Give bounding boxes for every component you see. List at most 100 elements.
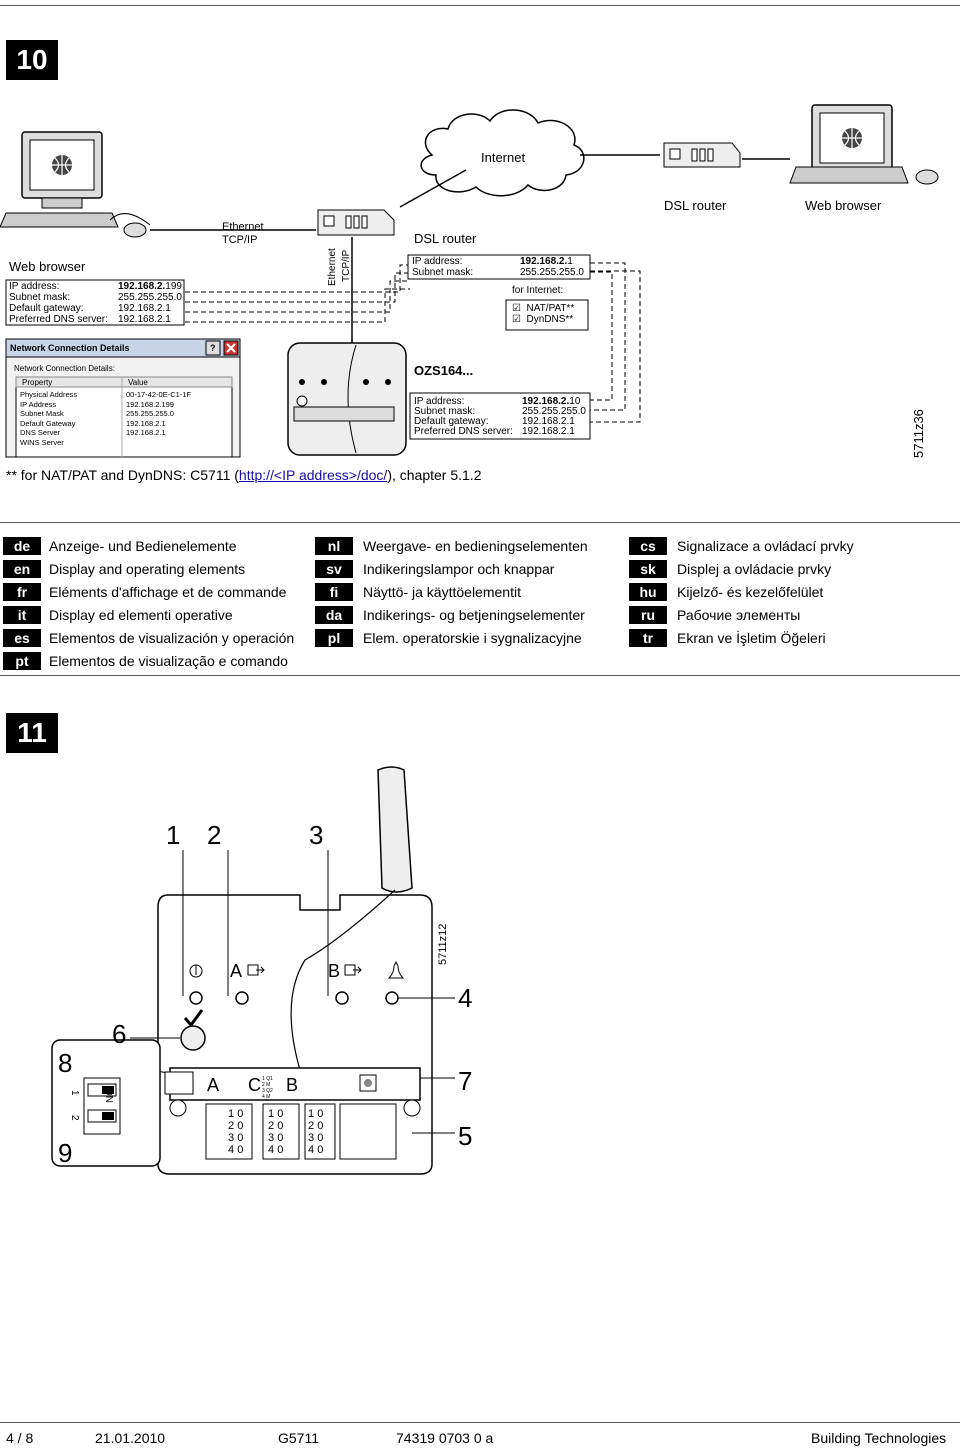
vertical-ethernet-label: Ethernet xyxy=(327,248,338,286)
lang-text: Ekran ve İşletim Öğeleri xyxy=(677,630,826,646)
callout-1: 1 xyxy=(166,820,181,850)
router-subnet-row: Subnet mask:255.255.255.0 xyxy=(412,267,584,278)
lang-code: es xyxy=(3,629,41,647)
icon-row xyxy=(189,960,405,979)
callout-8: 8 xyxy=(58,1048,73,1078)
callout-9: 9 xyxy=(58,1138,73,1168)
lang-text: Indikeringslampor och knappar xyxy=(363,561,555,577)
lang-text: Рабочие элементы xyxy=(677,607,801,623)
callout-4: 4 xyxy=(458,983,473,1013)
label-c-terminal: C xyxy=(248,1075,261,1095)
lang-code: pt xyxy=(3,652,41,670)
pc-gateway-row: Default gateway:192.168.2.1 xyxy=(9,303,171,314)
c-pin-label: 1 Q1 xyxy=(262,1076,273,1082)
dsl-router-right-icon xyxy=(663,142,741,168)
label-a-top: A xyxy=(230,961,243,981)
terminal-header xyxy=(169,1067,421,1101)
lang-code: cs xyxy=(629,537,667,555)
connector-block xyxy=(339,1103,397,1160)
vertical-tcpip-label: TCP/IP xyxy=(341,249,352,282)
lang-code: sv xyxy=(315,560,353,578)
mounting-hole-right xyxy=(403,1099,421,1117)
ozs-ip-row: IP address:192.168.2.10 xyxy=(414,396,581,407)
footer-doc: G5711 xyxy=(278,1430,319,1446)
doc-link[interactable]: http://<IP address>/doc/ xyxy=(238,467,388,483)
table-row: WINS Server xyxy=(20,437,64,447)
pc-subnet-row: Subnet mask:255.255.255.0 xyxy=(9,292,182,303)
terminal-b-numbers: 1 0 2 0 3 0 4 0 xyxy=(308,1108,324,1156)
pc-left-title: Web browser xyxy=(9,259,86,274)
lang-text: Eléments d'affichage et de commande xyxy=(49,584,287,600)
push-button[interactable] xyxy=(180,1025,206,1051)
ozs-dns-row: Preferred DNS server:192.168.2.1 xyxy=(414,426,575,437)
callout-2: 2 xyxy=(207,820,222,850)
internet-cloud xyxy=(420,109,585,197)
device-diagram xyxy=(51,766,455,1175)
label-b-terminal: B xyxy=(286,1075,299,1095)
antenna-cable xyxy=(290,889,396,1071)
check-icon xyxy=(183,1009,204,1028)
lang-text: Display and operating elements xyxy=(49,561,246,577)
dip-lever-2-knob xyxy=(102,1112,114,1120)
section-11-number: 11 xyxy=(6,713,58,753)
footer-date: 21.01.2010 xyxy=(95,1430,166,1446)
dsl-router-center-icon xyxy=(317,209,395,236)
footer-number: 74319 0703 0 a xyxy=(396,1430,494,1446)
lang-code: da xyxy=(315,606,353,624)
terminal-block-c xyxy=(262,1103,300,1160)
lang-code: tr xyxy=(629,629,667,647)
lang-text: Displej a ovládacie prvky xyxy=(677,561,832,577)
footer-rule xyxy=(0,1422,960,1423)
router-internet-link xyxy=(399,169,467,208)
lang-text: Weergave- en bedieningselementen xyxy=(363,538,588,554)
lang-text: Indikerings- og betjeningselementer xyxy=(363,607,585,623)
mounting-hole-left xyxy=(169,1099,187,1117)
c-pin-label: 2 M xyxy=(262,1082,271,1088)
pc-ip-row: IP address:192.168.2.199 xyxy=(9,281,182,292)
ozs-gateway-row: Default gateway:192.168.2.1 xyxy=(414,416,575,427)
lang-code: en xyxy=(3,560,41,578)
top-rule xyxy=(0,5,960,6)
dialog-subtitle: Network Connection Details: xyxy=(14,364,115,373)
lang-text: Signalizace a ovládací prvky xyxy=(677,538,854,554)
dip-1-label: 1 xyxy=(69,1090,80,1096)
footer-page: 4 / 8 xyxy=(6,1430,34,1446)
internet-label: Internet xyxy=(481,150,526,165)
lang-text: Elem. operatorskie i sygnalizacyjne xyxy=(363,630,582,646)
dsl-router-info-box xyxy=(407,254,591,280)
dip-lever-1-knob xyxy=(102,1086,114,1094)
network-dialog xyxy=(5,338,241,458)
leds xyxy=(189,991,399,1005)
figure-id-10: 5711z36 xyxy=(911,409,926,458)
dialog-title: Network Connection Details xyxy=(10,343,130,353)
lang-code: it xyxy=(3,606,41,624)
router-ip-row: IP address:192.168.2.1 xyxy=(412,256,573,267)
antenna xyxy=(377,766,413,893)
c-pin-label: 3 Q2 xyxy=(262,1088,273,1094)
lang-code: nl xyxy=(315,537,353,555)
dsl-router-info: IP address:192.168.2.1 Subnet mask:255.2… xyxy=(412,256,584,278)
ozs-title: OZS164... xyxy=(414,363,474,378)
dip-2-label: 2 xyxy=(69,1115,80,1121)
ozs-info: IP address:192.168.2.10 Subnet mask:255.… xyxy=(414,396,586,437)
callout-6: 6 xyxy=(112,1019,127,1049)
callout-3: 3 xyxy=(309,820,324,850)
dyndns-check: ☑ DynDNS** xyxy=(512,314,574,325)
callout-5: 5 xyxy=(458,1121,473,1151)
help-icon[interactable]: ? xyxy=(210,343,216,353)
pc-info-box xyxy=(5,279,185,326)
pc-left-icon xyxy=(0,131,151,238)
lang-code: sk xyxy=(629,560,667,578)
rule-before-langs xyxy=(0,522,960,523)
for-internet-label: for Internet: xyxy=(512,285,564,296)
ethernet-label: Ethernet xyxy=(222,221,264,233)
dsl-router-right-label: DSL router xyxy=(664,198,727,213)
dip-switch-onboard xyxy=(164,1071,194,1095)
dsl-router-title: DSL router xyxy=(414,231,477,246)
ozs-device-icon xyxy=(287,342,407,456)
col-value: Value xyxy=(128,378,148,387)
ozs-info-box xyxy=(409,392,591,440)
tcpip-label: TCP/IP xyxy=(222,234,258,246)
